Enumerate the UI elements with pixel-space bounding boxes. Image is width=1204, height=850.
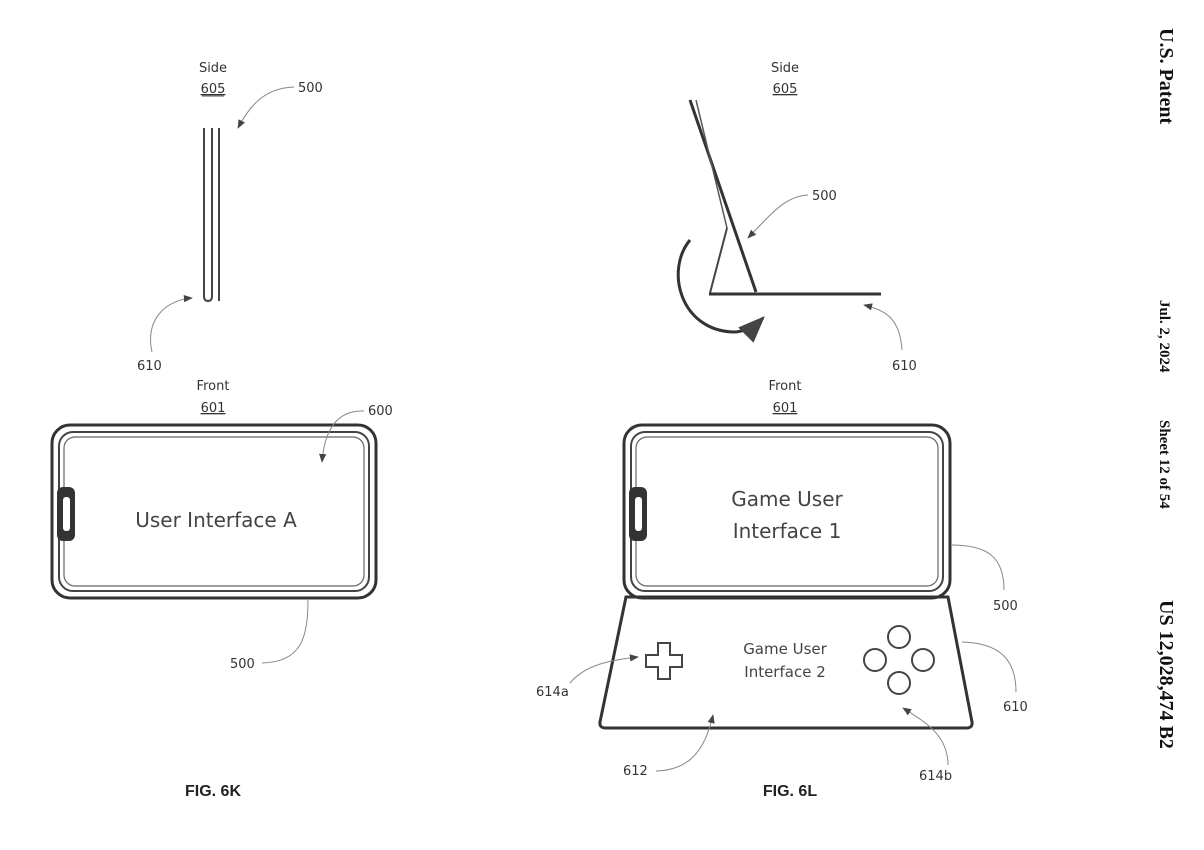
screen-text-line2: Interface 1 <box>733 519 842 543</box>
front-ref: 601 <box>201 401 226 416</box>
ref-612: 612 <box>623 764 648 779</box>
figure-caption: FIG. 6K <box>185 783 241 800</box>
ref-614a: 614a <box>536 685 569 700</box>
action-buttons-icon <box>863 625 935 695</box>
header-patent-number: US 12,028,474 B2 <box>1155 600 1177 749</box>
device-front: User Interface A <box>50 423 378 600</box>
front-ref: 601 <box>773 401 798 416</box>
figure-6k: Side 605 500 610 Front 601 User Interfac… <box>50 61 393 800</box>
ref-610-front: 610 <box>1003 700 1028 715</box>
side-label: Side <box>199 61 227 76</box>
rotation-arrow <box>676 239 765 343</box>
side-ref: 605 <box>773 82 798 97</box>
ref-500-front: 500 <box>993 599 1018 614</box>
ref-610: 610 <box>892 359 917 374</box>
header-date: Jul. 2, 2024 <box>1156 300 1172 373</box>
lower-text-line1: Game User <box>743 640 827 658</box>
front-label: Front <box>769 379 802 394</box>
lower-text-line2: Interface 2 <box>744 663 825 681</box>
ref-500-front: 500 <box>230 657 255 672</box>
device-side-closed <box>203 128 220 303</box>
screen-text: User Interface A <box>135 508 297 532</box>
dpad-icon <box>645 642 683 680</box>
ref-500: 500 <box>812 189 837 204</box>
side-label: Side <box>771 61 799 76</box>
figure-caption: FIG. 6L <box>763 783 817 800</box>
side-ref: 605 <box>201 82 226 97</box>
ref-614b: 614b <box>919 769 952 784</box>
header-title: U.S. Patent <box>1155 28 1177 124</box>
screen-text-line1: Game User <box>731 487 843 511</box>
ref-610: 610 <box>137 359 162 374</box>
device-front-lower: Game User Interface 2 <box>598 595 974 730</box>
header-sheet: Sheet 12 of 54 <box>1156 420 1172 509</box>
front-label: Front <box>197 379 230 394</box>
ref-500: 500 <box>298 81 323 96</box>
figure-6l: Side 605 500 610 Front 601 Game User Int… <box>536 61 1028 800</box>
device-front-upper: Game User Interface 1 <box>622 423 952 600</box>
patent-header: U.S. Patent Jul. 2, 2024 Sheet 12 of 54 … <box>1155 28 1177 749</box>
device-side-stand <box>676 99 881 343</box>
ref-600: 600 <box>368 404 393 419</box>
